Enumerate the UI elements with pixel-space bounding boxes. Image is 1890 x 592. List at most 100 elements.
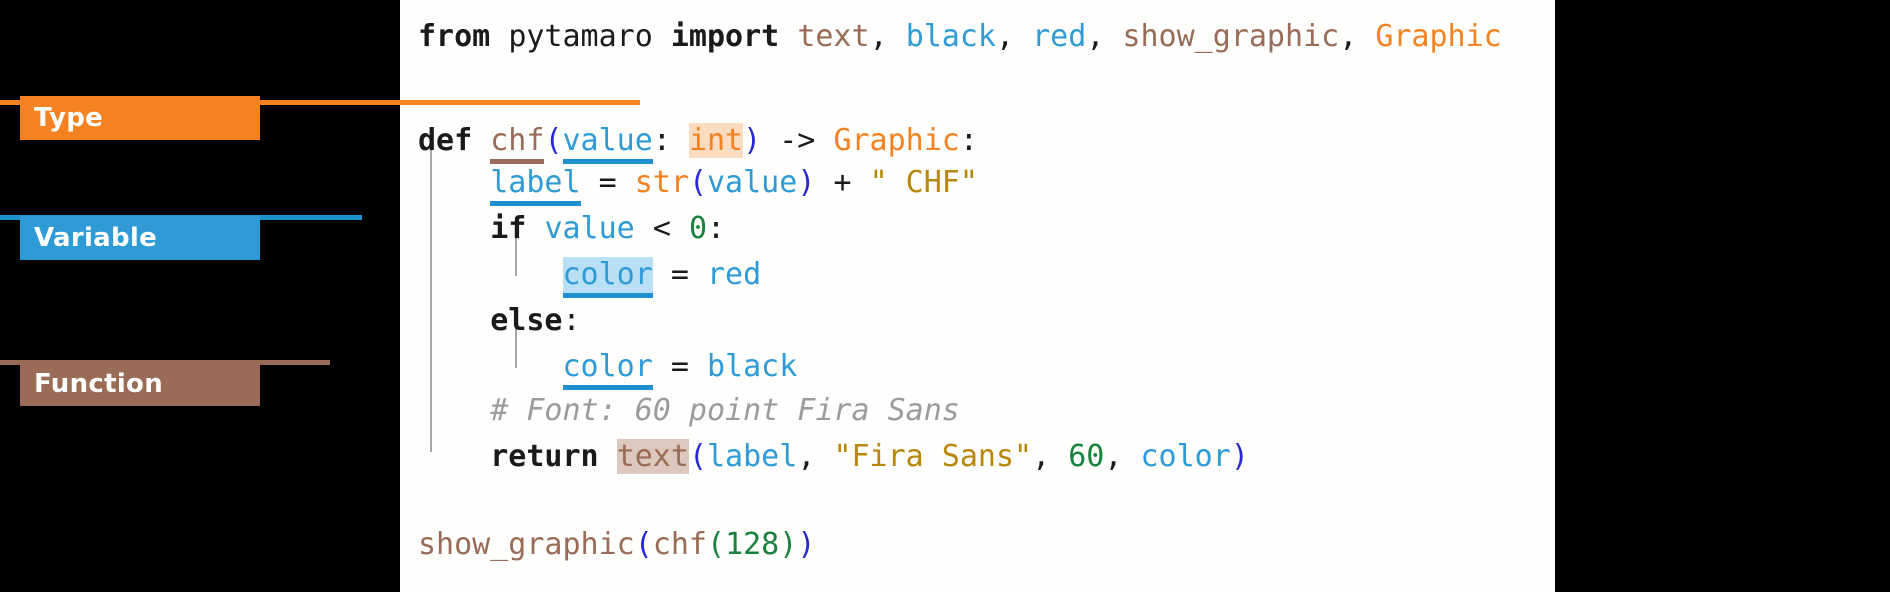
code-token: ) — [797, 165, 816, 200]
code-token: , — [1104, 439, 1141, 474]
code-token: , — [797, 439, 834, 474]
code-token: : — [959, 123, 978, 158]
code-token: = — [670, 349, 689, 384]
code-token: ( — [634, 527, 653, 562]
code-token: if — [490, 211, 527, 246]
code-token: : — [562, 303, 581, 338]
code-token: chf — [490, 123, 545, 164]
code-token: ) — [1230, 439, 1249, 474]
code-token — [653, 19, 671, 54]
code-token: ( — [544, 123, 563, 158]
code-token: 0 — [688, 211, 707, 246]
code-token — [689, 349, 707, 384]
code-token: : — [652, 123, 689, 158]
code-token — [418, 393, 490, 428]
code-token: value — [707, 165, 798, 200]
line-show[interactable]: show_graphic(chf(128)) — [418, 522, 1555, 568]
code-token: text — [797, 19, 870, 54]
code-token: else — [490, 303, 563, 338]
code-token — [526, 211, 544, 246]
code-token: < — [652, 211, 671, 246]
line-color-black[interactable]: color = black — [418, 344, 1555, 390]
code-token: 128 — [725, 527, 780, 562]
indent-guide-level-2 — [515, 232, 517, 276]
code-token — [653, 349, 671, 384]
code-token — [815, 123, 833, 158]
code-token — [653, 257, 671, 292]
code-token: color — [562, 257, 653, 298]
code-token: : — [707, 211, 726, 246]
indent-guide-level-1 — [430, 140, 432, 452]
code-token — [599, 439, 617, 474]
legend-badge-variable-label: Variable — [34, 223, 158, 253]
legend-badge-variable[interactable]: Variable — [20, 216, 260, 260]
code-token — [815, 165, 833, 200]
code-token: str — [634, 165, 689, 200]
code-token — [472, 123, 490, 158]
code-token — [490, 19, 508, 54]
code-token: ) — [797, 527, 816, 562]
code-token: black — [707, 349, 798, 384]
code-token: , — [1032, 439, 1069, 474]
code-token: ( — [707, 527, 726, 562]
legend-badge-function[interactable]: Function — [20, 362, 260, 406]
code-token: black — [905, 19, 996, 54]
code-token — [418, 439, 490, 474]
code-token: from — [418, 19, 491, 54]
code-token: Graphic — [833, 123, 960, 158]
code-token: red — [707, 257, 762, 292]
code-token — [418, 349, 563, 384]
code-token: pytamaro — [508, 19, 653, 54]
code-token — [418, 211, 490, 246]
code-token — [689, 257, 707, 292]
code-token — [852, 165, 870, 200]
code-token: int — [688, 123, 744, 158]
line-if[interactable]: if value < 0: — [418, 206, 1555, 252]
line-comment[interactable]: # Font: 60 point Fira Sans — [418, 388, 1555, 434]
code-token: # Font: 60 point Fira Sans — [490, 393, 960, 428]
legend-badge-type-label: Type — [34, 103, 104, 133]
line-color-red[interactable]: color = red — [418, 252, 1555, 298]
line-return[interactable]: return text(label, "Fira Sans", 60, colo… — [418, 434, 1555, 480]
code-token: 60 — [1068, 439, 1105, 474]
code-token: show_graphic — [418, 527, 635, 562]
code-token: + — [833, 165, 852, 200]
legend-badge-function-label: Function — [34, 369, 164, 399]
code-token — [617, 165, 635, 200]
code-token: show_graphic — [1122, 19, 1340, 54]
code-token — [671, 211, 689, 246]
code-token: = — [598, 165, 617, 200]
code-token — [418, 257, 563, 292]
code-token — [635, 211, 653, 246]
code-token: , — [996, 19, 1033, 54]
code-token: ( — [688, 165, 707, 200]
code-token: , — [869, 19, 906, 54]
code-token: ( — [688, 439, 707, 474]
code-token — [418, 165, 490, 200]
code-token: return — [490, 439, 599, 474]
code-token — [581, 165, 599, 200]
legend-badge-type[interactable]: Type — [20, 96, 260, 140]
code-token: , — [1339, 19, 1376, 54]
line-label[interactable]: label = str(value) + " CHF" — [418, 160, 1555, 206]
code-panel: from pytamaro import text, black, red, s… — [400, 0, 1555, 592]
code-token: -> — [779, 123, 816, 158]
code-token: value — [562, 123, 653, 164]
code-token: color — [562, 349, 653, 390]
code-token: ) — [779, 527, 798, 562]
code-token: chf — [652, 527, 707, 562]
code-token: color — [1140, 439, 1231, 474]
code-token — [761, 123, 779, 158]
line-import[interactable]: from pytamaro import text, black, red, s… — [418, 14, 1555, 60]
indent-guide-level-3 — [515, 324, 517, 368]
line-else[interactable]: else: — [418, 298, 1555, 344]
line-def[interactable]: def chf(value: int) -> Graphic: — [418, 118, 1555, 164]
code-token — [418, 303, 490, 338]
connector-type — [0, 100, 640, 105]
code-token: def — [418, 123, 473, 158]
code-token: = — [670, 257, 689, 292]
code-token: text — [616, 439, 689, 474]
code-token: "Fira Sans" — [833, 439, 1033, 474]
code-token: " CHF" — [869, 165, 978, 200]
code-token: Graphic — [1375, 19, 1502, 54]
